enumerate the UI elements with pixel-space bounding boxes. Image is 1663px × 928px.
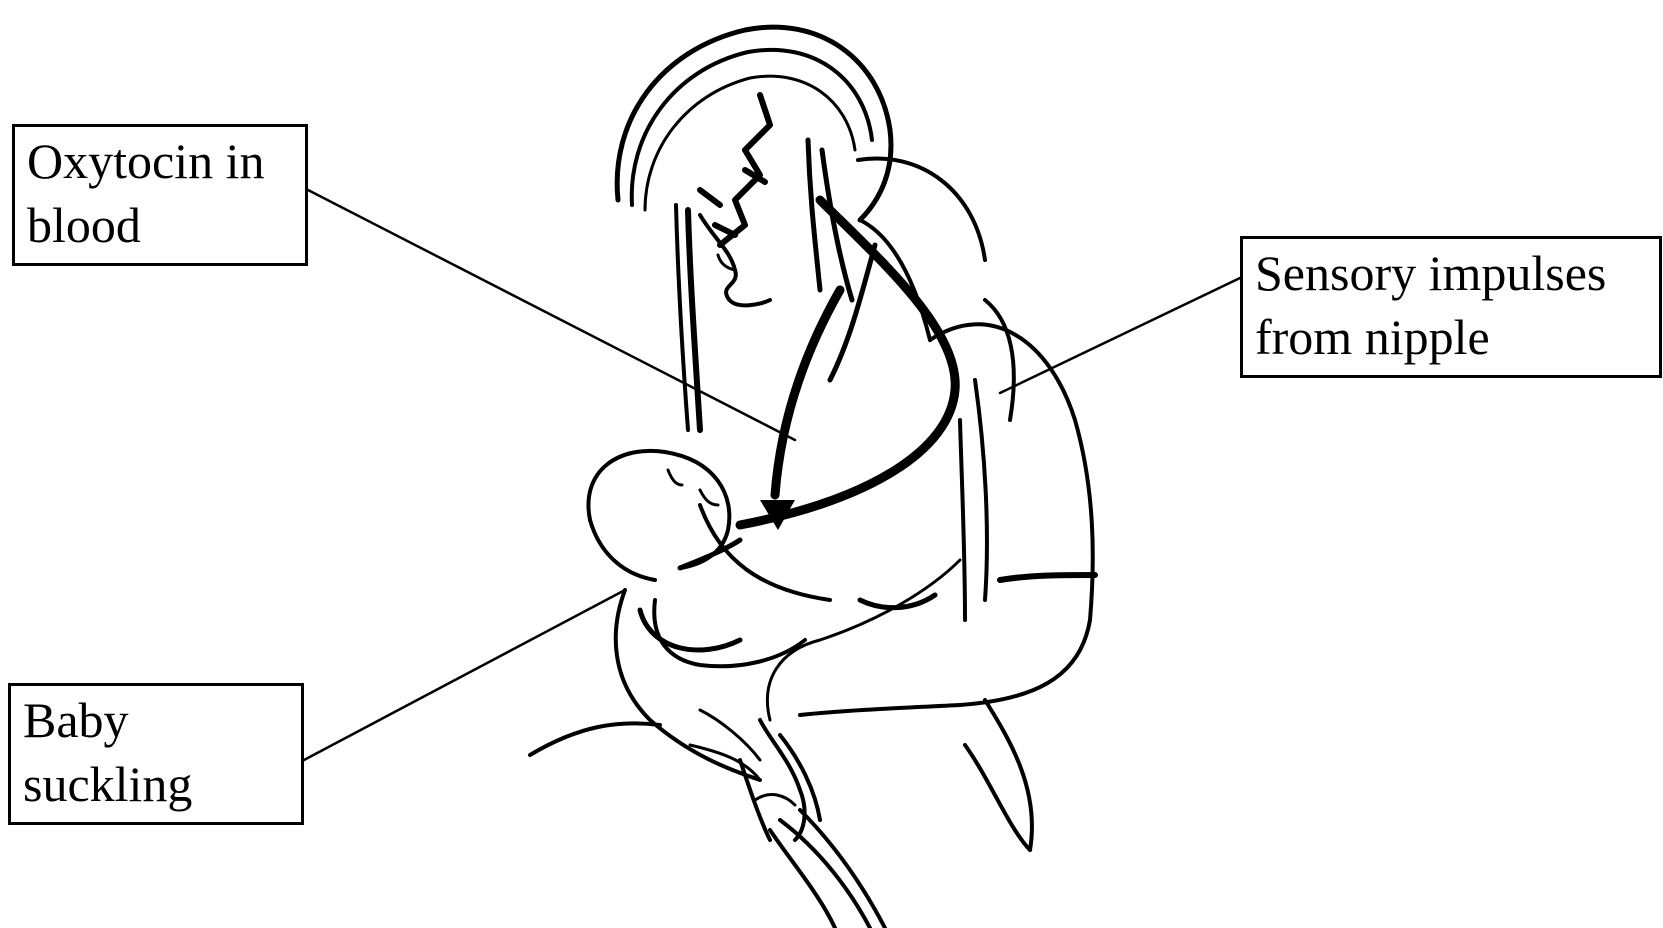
nerve-pathway	[740, 200, 955, 530]
label-oxytocin-line1: Oxytocin in	[27, 129, 295, 193]
label-sensory-line2: from nipple	[1255, 305, 1649, 369]
label-baby-line2: suckling	[23, 752, 291, 816]
leader-line-sensory	[1000, 278, 1240, 393]
mother-lap	[530, 723, 885, 928]
label-oxytocin-line2: blood	[27, 193, 295, 257]
label-sensory-line1: Sensory impulses	[1255, 241, 1649, 305]
label-oxytocin-in-blood: Oxytocin in blood	[12, 124, 308, 266]
label-sensory-impulses: Sensory impulses from nipple	[1240, 236, 1662, 378]
label-baby-suckling: Baby suckling	[8, 683, 304, 825]
label-baby-line1: Baby	[23, 688, 291, 752]
mother-body	[700, 300, 1095, 850]
